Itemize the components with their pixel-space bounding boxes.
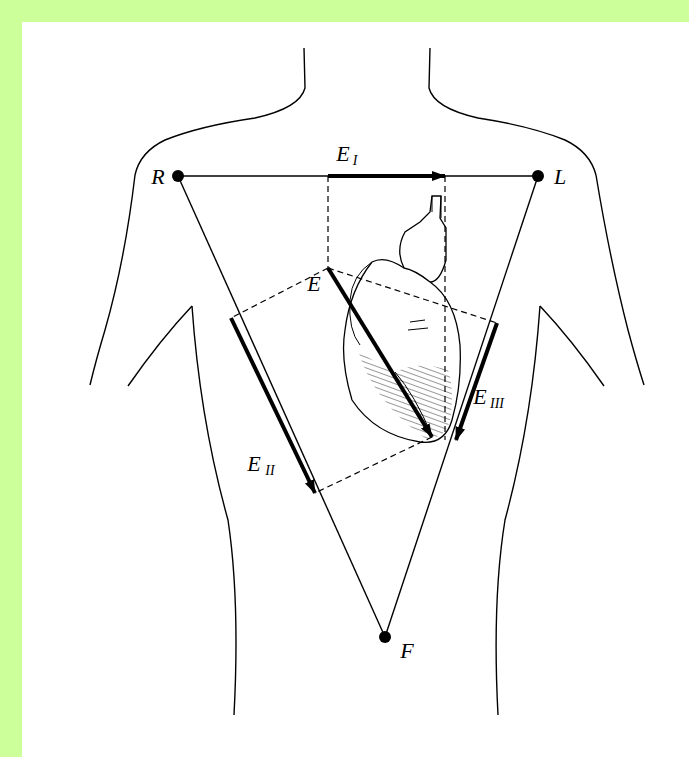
electrode-dot <box>172 170 544 643</box>
vector-arrow <box>231 176 497 493</box>
lead-triangle <box>178 176 538 637</box>
electrode-label: F <box>400 640 413 662</box>
vector-label: E <box>473 386 486 408</box>
vector-subscript: II <box>265 464 274 478</box>
vector-label: E <box>307 273 320 295</box>
vector-label: E <box>247 453 260 475</box>
torso-outline <box>90 48 644 715</box>
vector-label: E <box>336 143 349 165</box>
electrode-label: R <box>151 166 164 188</box>
frame-band <box>0 0 22 757</box>
vector-subscript: I <box>353 154 358 168</box>
electrode-label: L <box>554 166 566 188</box>
frame-band <box>0 0 689 22</box>
vector-subscript: III <box>490 397 504 411</box>
projection-line <box>231 176 497 493</box>
